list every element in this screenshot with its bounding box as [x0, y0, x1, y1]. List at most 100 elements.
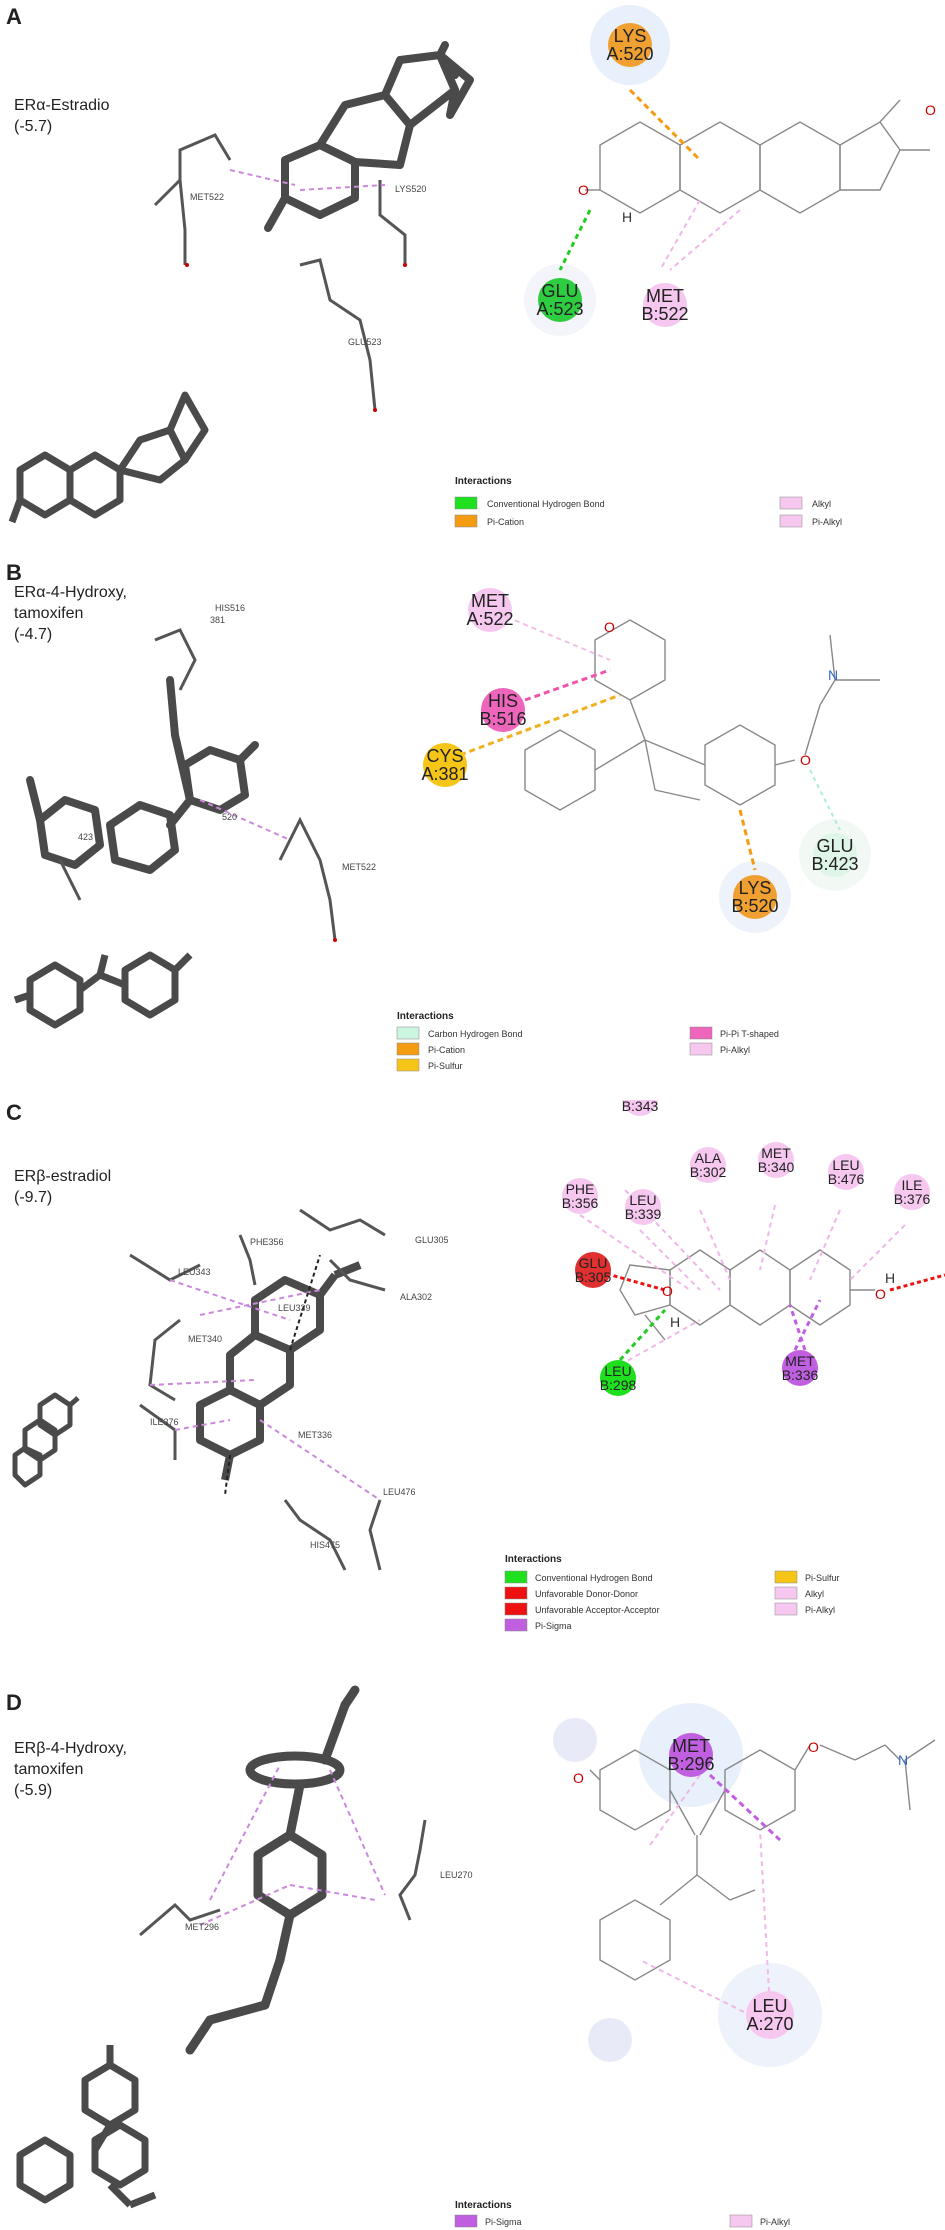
svg-text:B:340: B:340	[758, 1159, 795, 1175]
panel-letter: A	[6, 4, 22, 29]
svg-text:MET: MET	[646, 286, 684, 306]
residue-node: LEU A:270	[746, 1991, 794, 2039]
residue-label-3d: ALA302	[400, 1292, 432, 1302]
ligand-name-2: tamoxifen	[14, 605, 84, 622]
svg-text:MET: MET	[785, 1353, 815, 1369]
residue-label-3d: MET522	[190, 192, 224, 202]
atom-label: N	[898, 1752, 908, 1768]
residue-label-3d: LEU270	[440, 1870, 473, 1880]
panel-letter: B	[6, 560, 22, 585]
interaction-diagram-2d: O H O LYS A:520 GLU A:523 MET B:522	[524, 5, 936, 336]
residue-label-3d: MET340	[188, 1334, 222, 1344]
svg-text:LEU: LEU	[629, 1192, 656, 1208]
docking-score: (-4.7)	[14, 626, 53, 643]
legend-title: Interactions	[455, 2200, 512, 2211]
docked-pose-3d	[26, 676, 259, 874]
residue-label-3d: GLU523	[348, 337, 382, 347]
svg-text:MET: MET	[672, 1736, 710, 1756]
ligand-structure-3d	[16, 2045, 157, 2209]
legend-item: Conventional Hydrogen Bond	[487, 499, 605, 509]
svg-text:PHE: PHE	[566, 1181, 595, 1197]
panel-b: B ERα-4-Hydroxy, tamoxifen (-4.7) HIS516…	[0, 560, 945, 1100]
svg-text:B:516: B:516	[479, 709, 526, 729]
svg-text:LEU: LEU	[604, 1363, 631, 1379]
legend-item: Pi-Pi T-shaped	[720, 1029, 779, 1039]
residue-label-3d: 381	[210, 615, 225, 625]
legend-title: Interactions	[397, 1011, 454, 1022]
interaction-diagram-2d: O H H O B:343 ALA B:302 MET B:340 LEU B:…	[562, 1100, 945, 1396]
panel-letter: D	[6, 1690, 22, 1715]
svg-text:A:522: A:522	[466, 609, 513, 629]
svg-text:MET: MET	[761, 1145, 791, 1161]
svg-text:A:381: A:381	[421, 764, 468, 784]
panel-b-graphic: HIS516 381 520 MET522 423	[13, 588, 880, 1072]
svg-text:B:339: B:339	[625, 1206, 662, 1222]
svg-text:B:522: B:522	[641, 304, 688, 324]
legend-item: Pi-Alkyl	[720, 1045, 750, 1055]
atom-label: O	[578, 182, 589, 198]
residue-label-3d: HIS516	[215, 603, 245, 613]
residue-label-3d: LEU343	[178, 1267, 211, 1277]
residue-node: MET B:296	[667, 1733, 715, 1777]
atom-label: O	[925, 102, 936, 118]
residue-node: B:343	[622, 1100, 659, 1116]
ligand-name: ERα-Estradio	[14, 97, 110, 114]
svg-text:B:343: B:343	[622, 1100, 659, 1114]
residue-label-3d: LYS520	[395, 184, 426, 194]
residue-node: MET B:340	[758, 1142, 795, 1178]
interaction-diagram-2d: O O N MET A:522 HIS B:516 CYS A:381 GLU	[421, 588, 880, 933]
residue-label-3d: MET522	[342, 862, 376, 872]
legend-item: Pi-Alkyl	[805, 1605, 835, 1615]
panel-letter: C	[6, 1100, 22, 1125]
legend-item: Pi-Sigma	[535, 1621, 572, 1631]
panel-d: D ERβ-4-Hydroxy, tamoxifen (-5.9) MET296	[0, 1660, 945, 2230]
ligand-name: ERβ-estradiol	[14, 1168, 112, 1185]
residue-node: MET A:522	[466, 588, 514, 632]
legend-item: Pi-Sulfur	[428, 1061, 463, 1071]
atom-label: O	[808, 1739, 819, 1755]
panel-c: C ERβ-estradiol (-9.7)	[0, 1100, 945, 1660]
legend-item: Unfavorable Donor-Donor	[535, 1589, 638, 1599]
atom-label: H	[622, 209, 632, 225]
residue-node: ALA B:302	[690, 1147, 727, 1183]
svg-text:B:336: B:336	[782, 1367, 819, 1383]
legend-item: Alkyl	[805, 1589, 824, 1599]
interactions-legend: Interactions Carbon Hydrogen Bond Pi-Cat…	[396, 1011, 779, 1072]
residue-label-3d: GLU305	[415, 1235, 449, 1245]
residue-node: LYS B:520	[731, 875, 779, 919]
svg-text:A:520: A:520	[606, 44, 653, 64]
svg-text:B:298: B:298	[600, 1377, 637, 1393]
svg-text:B:302: B:302	[690, 1164, 727, 1180]
residue-node: GLU B:423	[811, 833, 859, 877]
ligand-name: ERβ-4-Hydroxy,	[14, 1740, 127, 1757]
residue-node: LEU B:476	[828, 1154, 865, 1190]
legend-item: Pi-Alkyl	[812, 517, 842, 527]
atom-label: N	[828, 667, 838, 683]
interactions-legend: Interactions Pi-Sigma Pi-Alkyl	[454, 2200, 790, 2228]
interactions-legend: Interactions Conventional Hydrogen Bond …	[504, 1554, 840, 1632]
atom-label: O	[604, 619, 615, 635]
svg-text:LYS: LYS	[739, 878, 772, 898]
residue-label-3d: LEU476	[383, 1487, 416, 1497]
residue-node: LEU B:298	[600, 1360, 637, 1396]
atom-label: O	[662, 1283, 673, 1299]
residue-label-3d: MET296	[185, 1922, 219, 1932]
ligand-structure-3d	[12, 1392, 80, 1488]
ligand-label: ERβ-estradiol (-9.7)	[14, 1166, 111, 1208]
ligand-name: ERα-4-Hydroxy,	[14, 584, 127, 601]
residue-node: GLU B:305	[575, 1252, 612, 1288]
atom-label: O	[800, 752, 811, 768]
svg-text:GLU: GLU	[816, 836, 853, 856]
panel-c-graphic: PHE356 GLU305 LEU343 LEU339 ALA302 MET34…	[12, 1100, 945, 1632]
residue-node: GLU A:523	[536, 278, 584, 322]
svg-text:HIS: HIS	[488, 691, 518, 711]
legend-title: Interactions	[455, 476, 512, 487]
ligand-structure-3d	[13, 951, 193, 1029]
interaction-diagram-2d: O O N MET B:296 LEU A:270	[553, 1703, 936, 2067]
svg-text:LEU: LEU	[752, 1996, 787, 2016]
svg-text:B:423: B:423	[811, 854, 858, 874]
svg-text:ILE: ILE	[901, 1177, 922, 1193]
legend-item: Pi-Cation	[428, 1045, 465, 1055]
ligand-label: ERβ-4-Hydroxy, tamoxifen (-5.9)	[14, 1738, 127, 1801]
docking-score: (-9.7)	[14, 1189, 53, 1206]
